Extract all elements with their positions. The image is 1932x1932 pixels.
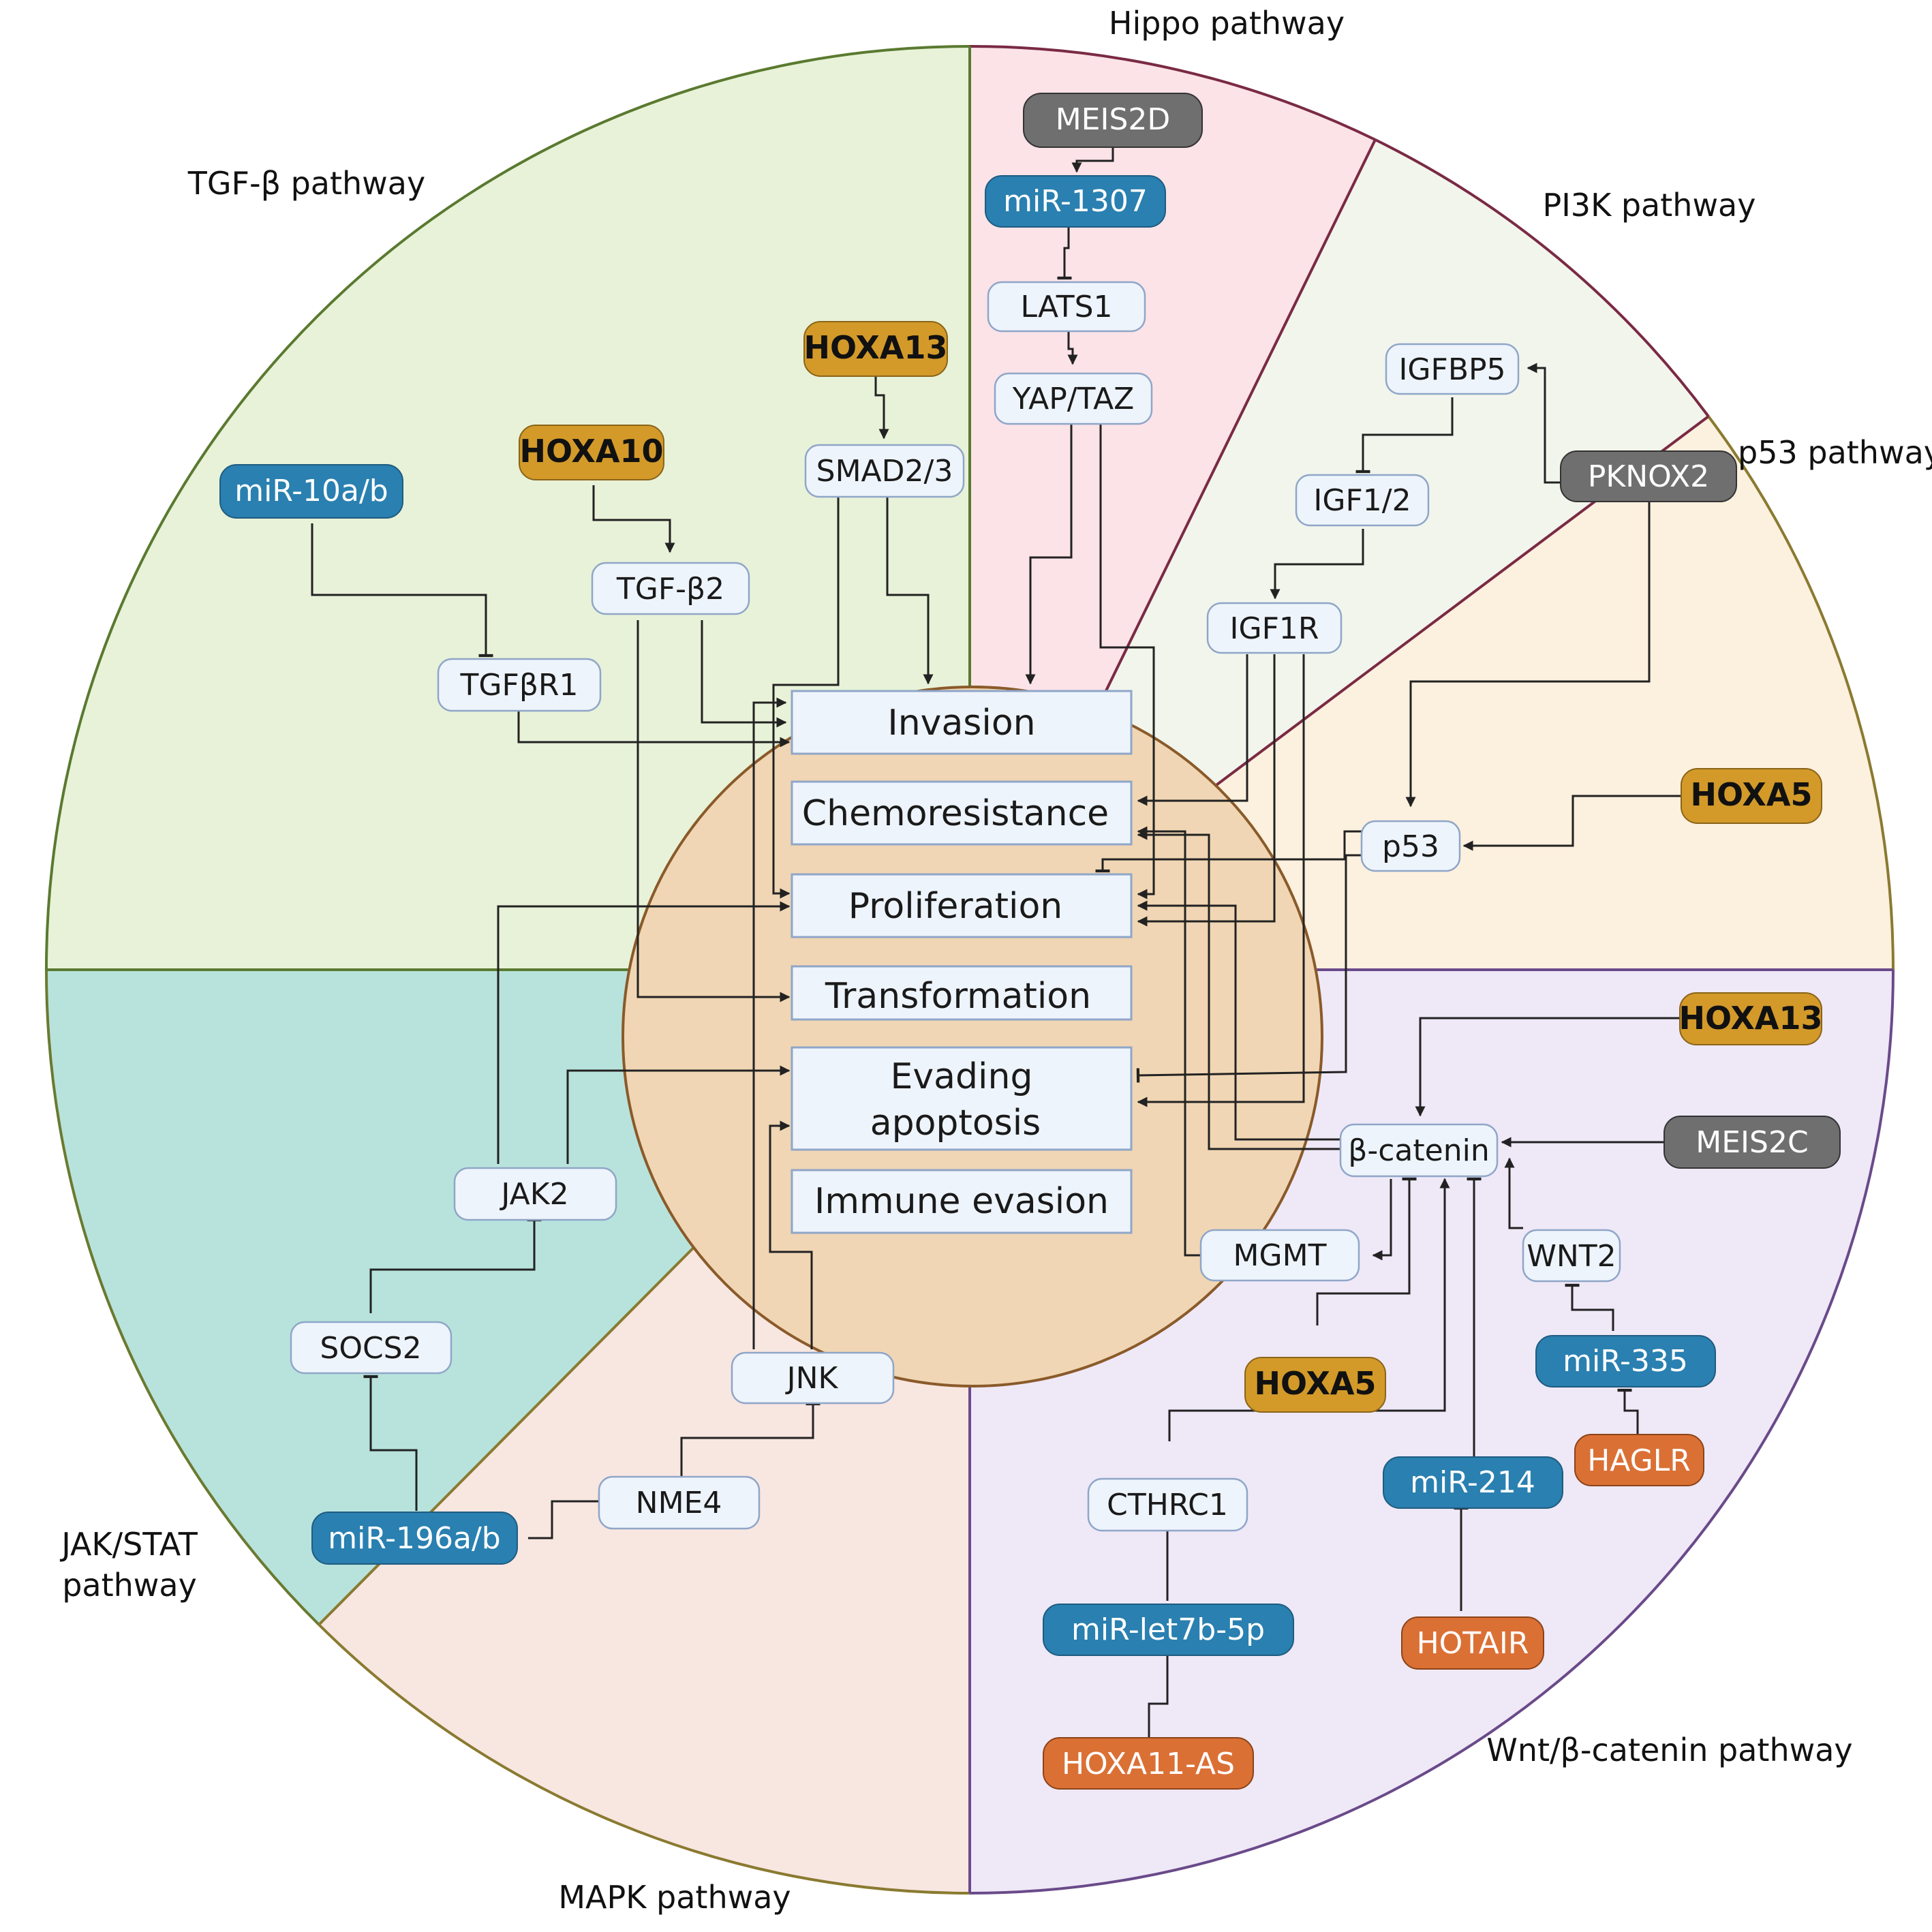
node-mir214: miR-214 [1383, 1456, 1563, 1509]
node-mir1307: miR-1307 [985, 175, 1166, 228]
node-mir-let7b-5p: miR-let7b-5p [1043, 1604, 1294, 1656]
node-hoxa13-tgf-label: HOXA13 [803, 329, 947, 366]
node-meis2c: MEIS2C [1663, 1116, 1841, 1169]
outcome-invasion: Invasion [791, 690, 1133, 755]
outcome-evading-label-line2: apoptosis [870, 1103, 1041, 1144]
outcome-evading-apoptosis: Evading apoptosis [791, 1046, 1133, 1151]
label-pi3k-pathway: PI3K pathway [1543, 187, 1756, 224]
label-hippo-pathway: Hippo pathway [1109, 5, 1345, 42]
node-meis2d: MEIS2D [1023, 93, 1203, 148]
node-beta-catenin-label: β-catenin [1348, 1133, 1489, 1168]
node-haglr: HAGLR [1574, 1434, 1704, 1486]
node-haglr-label: HAGLR [1587, 1443, 1691, 1478]
node-beta-catenin: β-catenin [1339, 1123, 1499, 1178]
node-jak2: JAK2 [453, 1167, 617, 1221]
node-yap-taz: YAP/TAZ [994, 372, 1153, 425]
node-hoxa10-label: HOXA10 [519, 433, 663, 470]
outcome-boxes: Invasion Chemoresistance Proliferation T… [791, 690, 1133, 1234]
node-nme4-label: NME4 [636, 1486, 722, 1520]
node-hotair: HOTAIR [1401, 1616, 1544, 1670]
label-wnt-pathway: Wnt/β-catenin pathway [1486, 1732, 1852, 1768]
sector-tgf-beta [46, 46, 970, 970]
node-hoxa11-as-label: HOXA11-AS [1062, 1747, 1235, 1781]
node-wnt2: WNT2 [1522, 1229, 1621, 1283]
outcome-chemoresistance: Chemoresistance [791, 780, 1133, 846]
pathway-nodes: MEIS2D miR-1307 LATS1 YAP/TAZ HOXA13 SMA… [219, 93, 1841, 1790]
node-hoxa13-tgf: HOXA13 [803, 321, 948, 377]
node-igf1r-label: IGF1R [1230, 611, 1319, 646]
node-jak2-label: JAK2 [499, 1177, 568, 1212]
node-cthrc1-label: CTHRC1 [1107, 1488, 1228, 1522]
outcome-immune-evasion: Immune evasion [791, 1169, 1133, 1234]
interaction-edges [311, 147, 1681, 1737]
node-mgmt: MGMT [1199, 1229, 1360, 1282]
label-p53-pathway: p53 pathway [1738, 434, 1932, 471]
node-hoxa10: HOXA10 [519, 425, 664, 480]
node-nme4: NME4 [598, 1475, 761, 1530]
node-tgfbr1-label: TGFβR1 [460, 668, 579, 703]
outcome-proliferation: Proliferation [791, 873, 1133, 938]
node-hoxa5-p53: HOXA5 [1681, 768, 1822, 824]
node-wnt2-label: WNT2 [1527, 1239, 1616, 1274]
node-igf1r: IGF1R [1206, 602, 1343, 654]
node-lats1-label: LATS1 [1020, 290, 1112, 324]
outcome-immune-evasion-label: Immune evasion [814, 1181, 1109, 1222]
node-mgmt-label: MGMT [1233, 1238, 1327, 1273]
node-hoxa5-p53-label: HOXA5 [1690, 776, 1812, 813]
node-jnk-label: JNK [785, 1361, 839, 1396]
label-jak-stat-pathway-line2: pathway [62, 1567, 197, 1604]
outcome-evading-label-line1: Evading [891, 1056, 1033, 1097]
node-jnk: JNK [731, 1351, 895, 1405]
node-mir1307-label: miR-1307 [1003, 184, 1148, 219]
node-hotair-label: HOTAIR [1417, 1626, 1529, 1661]
node-socs2: SOCS2 [290, 1321, 453, 1375]
outcome-invasion-label: Invasion [887, 703, 1035, 743]
outcome-chemoresistance-label: Chemoresistance [802, 793, 1109, 834]
outcome-transformation-label: Transformation [825, 976, 1091, 1017]
label-jak-stat-pathway-line1: JAK/STAT [59, 1526, 198, 1563]
node-igf12: IGF1/2 [1295, 474, 1430, 527]
label-tgf-beta-pathway: TGF-β pathway [187, 165, 425, 202]
node-mir335-label: miR-335 [1563, 1344, 1688, 1379]
node-socs2-label: SOCS2 [320, 1331, 421, 1366]
node-mir335: miR-335 [1535, 1335, 1716, 1387]
node-mir10ab: miR-10a/b [219, 464, 403, 519]
node-tgf-beta2: TGF-β2 [591, 562, 750, 615]
node-mir196ab: miR-196a/b [311, 1512, 518, 1565]
node-tgf-beta2-label: TGF-β2 [616, 572, 724, 607]
node-smad23-label: SMAD2/3 [816, 454, 953, 489]
node-yap-taz-label: YAP/TAZ [1012, 382, 1135, 416]
node-pknox2-label: PKNOX2 [1588, 459, 1709, 494]
node-pknox2: PKNOX2 [1560, 450, 1737, 502]
node-meis2c-label: MEIS2C [1696, 1125, 1808, 1160]
node-hoxa11-as: HOXA11-AS [1043, 1737, 1254, 1790]
node-meis2d-label: MEIS2D [1056, 102, 1171, 137]
node-p53-label: p53 [1382, 829, 1439, 864]
node-hoxa13-wnt-label: HOXA13 [1678, 1000, 1822, 1037]
node-p53: p53 [1360, 820, 1461, 872]
outcome-transformation: Transformation [791, 965, 1133, 1021]
node-tgfbr1: TGFβR1 [437, 658, 602, 712]
label-mapk-pathway: MAPK pathway [558, 1879, 791, 1916]
node-mir10ab-label: miR-10a/b [234, 474, 388, 508]
node-lats1: LATS1 [987, 281, 1146, 333]
node-igfbp5: IGFBP5 [1385, 343, 1520, 395]
outcome-proliferation-label: Proliferation [848, 886, 1063, 927]
node-mir214-label: miR-214 [1410, 1465, 1535, 1500]
node-hoxa5-wnt: HOXA5 [1244, 1357, 1386, 1413]
node-mir-let7b-5p-label: miR-let7b-5p [1071, 1612, 1265, 1647]
node-igfbp5-label: IGFBP5 [1398, 352, 1505, 387]
pathway-labels: TGF-β pathway Hippo pathway PI3K pathway… [59, 5, 1932, 1916]
node-hoxa5-wnt-label: HOXA5 [1254, 1365, 1376, 1402]
node-hoxa13-wnt: HOXA13 [1678, 992, 1823, 1045]
node-cthrc1: CTHRC1 [1087, 1477, 1248, 1532]
node-igf12-label: IGF1/2 [1313, 483, 1411, 518]
node-smad23: SMAD2/3 [804, 444, 965, 498]
node-mir196ab-label: miR-196a/b [328, 1521, 500, 1556]
